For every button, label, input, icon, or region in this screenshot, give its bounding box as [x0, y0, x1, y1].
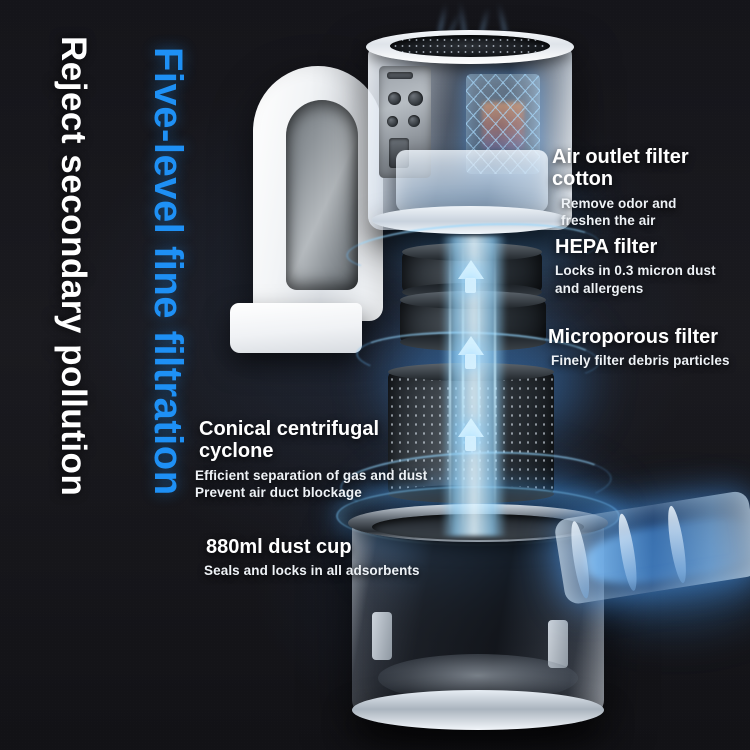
nozzle-ring-1	[567, 520, 593, 600]
nozzle-ring-2	[615, 512, 641, 592]
airflow-arrow-top	[458, 260, 484, 279]
callout-title: Conical centrifugal cyclone	[199, 418, 380, 463]
panel-dot-3	[387, 116, 398, 127]
top-vent-grille	[390, 35, 550, 57]
callout-air-outlet-filter-cotton: Air outlet filter cotton Remove odor and…	[552, 146, 750, 229]
panel-slot-top	[387, 72, 413, 79]
callout-hepa-filter: HEPA filter Locks in 0.3 micron dust and…	[555, 236, 716, 297]
callout-description: Locks in 0.3 micron dust and allergens	[555, 263, 716, 296]
air-outlet-filter-cotton-disc	[396, 150, 548, 212]
vent-grille-holes	[392, 37, 548, 55]
dust-cup-clip-left	[372, 612, 392, 660]
callout-description: Seals and locks in all adsorbents	[204, 563, 420, 579]
callout-conical-centrifugal-cyclone: Conical centrifugal cyclone Efficient se…	[195, 418, 427, 501]
airflow-arrow-lower-tail	[465, 436, 476, 451]
callout-title: Air outlet filter cotton	[552, 146, 689, 191]
panel-dot-1	[388, 92, 401, 105]
dust-cup-base	[352, 690, 604, 730]
callout-title: HEPA filter	[555, 236, 658, 258]
dust-cup-clip-right	[548, 620, 568, 668]
callout-description: Efficient separation of gas and dust Pre…	[195, 467, 428, 501]
battery-base-block	[230, 303, 362, 353]
callout-microporous-filter: Microporous filter Finely filter debris …	[548, 326, 730, 370]
housing-bottom-rim	[372, 206, 568, 234]
handle-inner-surface	[286, 100, 358, 290]
airflow-streak-2	[462, 232, 464, 532]
panel-dot-4	[408, 115, 420, 127]
callout-title: 880ml dust cup	[206, 536, 352, 558]
nozzle-ring-3	[664, 504, 690, 584]
airflow-arrow-top-tail	[465, 278, 476, 293]
airflow-streak-1	[449, 240, 451, 530]
callout-description: Remove odor and freshen the air	[561, 195, 677, 229]
airflow-arrow-lower	[458, 418, 484, 437]
callout-title: Microporous filter	[548, 326, 719, 348]
airflow-streak-3	[478, 238, 480, 530]
airflow-arrow-mid	[458, 336, 484, 355]
vertical-secondary-heading: Reject secondary pollution	[54, 36, 93, 497]
callout-dust-cup: 880ml dust cup Seals and locks in all ad…	[204, 536, 420, 580]
vertical-primary-heading: Five-level fine filtration	[146, 47, 190, 496]
panel-dot-2	[408, 91, 423, 106]
callout-description: Finely filter debris particles	[551, 353, 730, 369]
airflow-streak-4	[494, 244, 496, 526]
airflow-arrow-mid-tail	[465, 354, 476, 369]
